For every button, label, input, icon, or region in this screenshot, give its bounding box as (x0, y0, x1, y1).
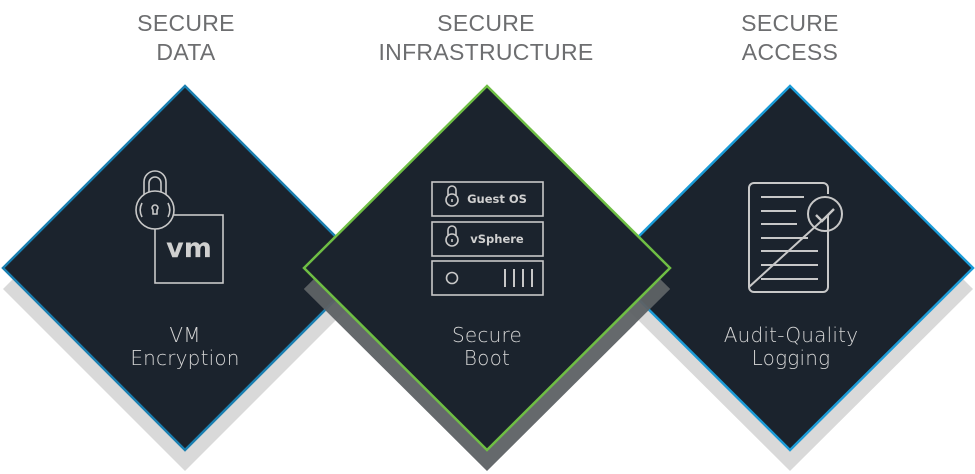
label-audit-quality-logging: Audit-Quality Logging (671, 324, 911, 370)
label-line-1: Secure (452, 323, 522, 347)
label-line-2: Boot (463, 346, 511, 370)
heading-secure-data: SECURE DATA (36, 9, 336, 67)
heading-secure-access: SECURE ACCESS (640, 9, 940, 67)
label-vm-encryption: VM Encryption (65, 324, 305, 370)
diamond-body (302, 84, 672, 452)
label-line-1: Audit-Quality (723, 323, 859, 347)
heading-line-2: ACCESS (741, 39, 839, 65)
padlock-icon (445, 225, 459, 247)
heading-line-1: SECURE (137, 10, 235, 36)
heading-secure-infrastructure: SECURE INFRASTRUCTURE (336, 9, 636, 67)
heading-line-1: SECURE (437, 10, 535, 36)
check-circle-icon (807, 196, 843, 232)
diamond-secure-infrastructure (302, 84, 672, 471)
row-label-guest-os: Guest OS (467, 192, 527, 206)
diamond-body (605, 84, 975, 452)
label-line-2: Logging (751, 346, 831, 370)
document-check-icon (747, 182, 843, 293)
heading-line-1: SECURE (741, 10, 839, 36)
power-led-icon (445, 271, 459, 285)
server-stack-icon: Guest OS vSphere (431, 181, 544, 296)
label-line-2: Encryption (130, 346, 240, 370)
vm-text: vm (166, 233, 212, 264)
heading-line-2: DATA (156, 39, 216, 65)
heading-line-2: INFRASTRUCTURE (378, 39, 594, 65)
diamond-secure-access (605, 84, 975, 471)
padlock-icon (445, 185, 459, 207)
diamond-body (1, 84, 369, 452)
row-label-vsphere: vSphere (470, 232, 524, 246)
label-secure-boot: Secure Boot (367, 324, 607, 370)
label-line-1: VM (169, 323, 201, 347)
diamond-secure-data (1, 84, 369, 471)
lock-vm-icon: vm (135, 170, 224, 284)
